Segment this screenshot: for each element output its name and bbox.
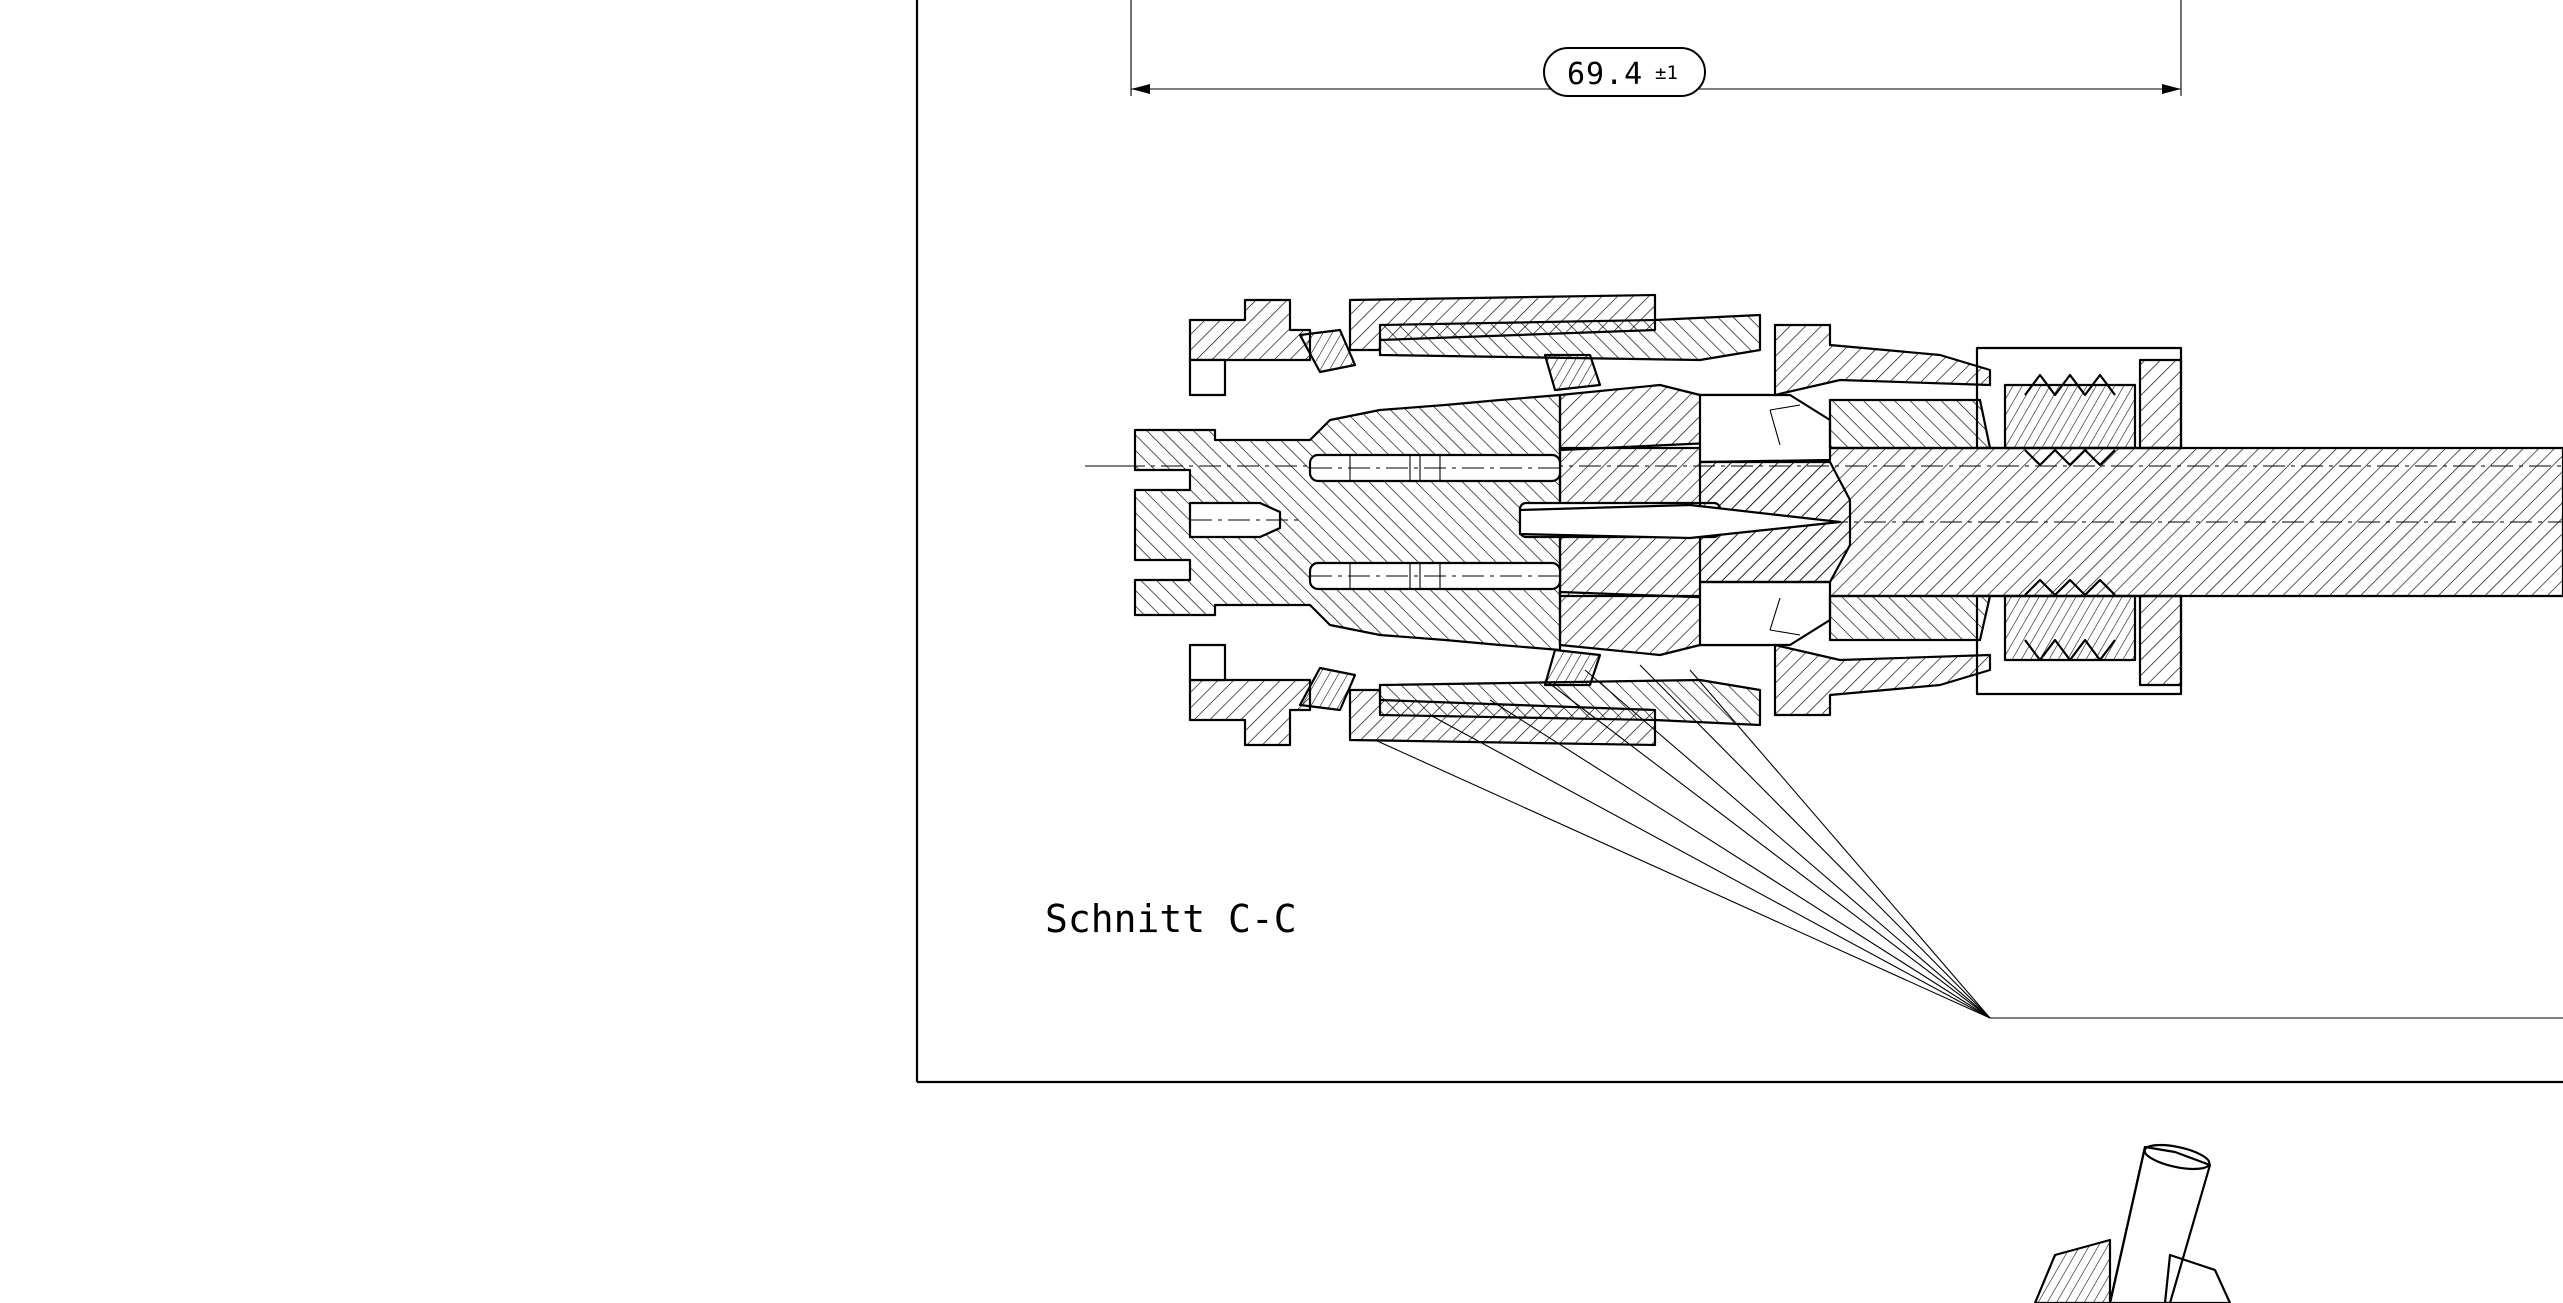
- collet-bottom: [1698, 580, 1832, 647]
- collet-top: [1698, 393, 1832, 464]
- gasket-bottom: [1298, 666, 1357, 712]
- cable-gland-bottom: [2003, 594, 2137, 662]
- dimension-label-box: [1543, 47, 1706, 97]
- dimension-arrow-right: [2162, 84, 2181, 94]
- clamp-sleeve-top: [1773, 323, 1992, 397]
- dimension-value: 69.4: [1567, 57, 1643, 92]
- section-view-label: Schnitt C-C: [1045, 897, 1297, 941]
- flange-bottom: [1188, 678, 1312, 747]
- dimension-arrow-left: [1131, 84, 1150, 94]
- flange-top: [1188, 298, 1312, 362]
- rear-nut-top: [2138, 358, 2183, 450]
- dimension-tolerance: ±1: [1655, 62, 1678, 84]
- dimension-length: 69.4 ±1: [1130, 0, 2182, 97]
- leader-lines: [1374, 664, 2563, 1019]
- taper-pin: [1518, 503, 1842, 540]
- rear-nut-bottom: [2138, 594, 2183, 687]
- isometric-view-partial: [2033, 1143, 2232, 1303]
- clamp-sleeve-bottom: [1773, 643, 1992, 717]
- gasket-top: [1298, 328, 1357, 374]
- view-frame: [915, 0, 2563, 1084]
- connector-section-view: [1085, 293, 2563, 1019]
